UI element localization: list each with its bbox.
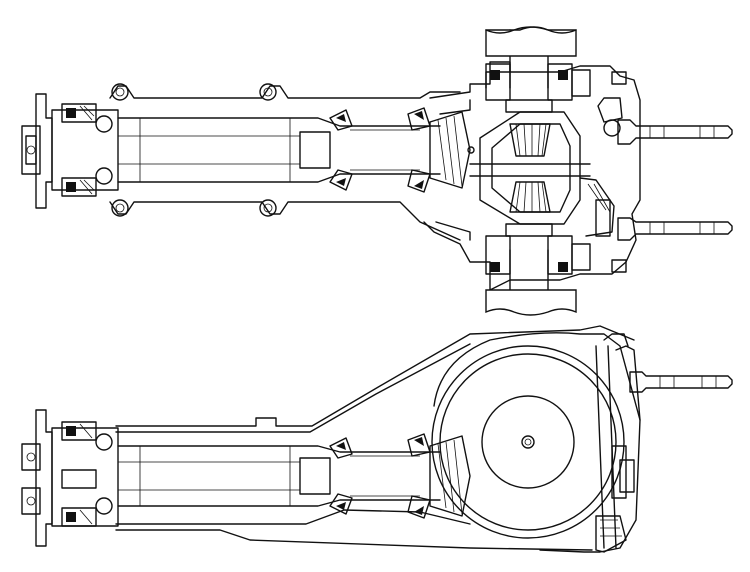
top-mounting-studs xyxy=(618,120,732,240)
side-pinion-gear xyxy=(430,436,470,516)
top-left-flange xyxy=(22,94,52,208)
top-left-bearing xyxy=(52,104,118,196)
side-mounting-stud xyxy=(630,372,732,392)
side-diff-housing xyxy=(432,333,640,552)
top-sectional-view xyxy=(22,27,732,315)
bottom-side-view xyxy=(22,326,732,552)
top-axle-tube xyxy=(110,84,460,240)
side-left-flange xyxy=(22,410,52,546)
side-axle-tube xyxy=(116,326,634,550)
side-pinion-bearings xyxy=(330,434,430,518)
top-pinion-gear xyxy=(430,112,470,188)
side-left-bearing xyxy=(52,422,118,526)
top-diff-housing xyxy=(424,27,640,315)
top-pinion-bearings xyxy=(330,108,430,192)
